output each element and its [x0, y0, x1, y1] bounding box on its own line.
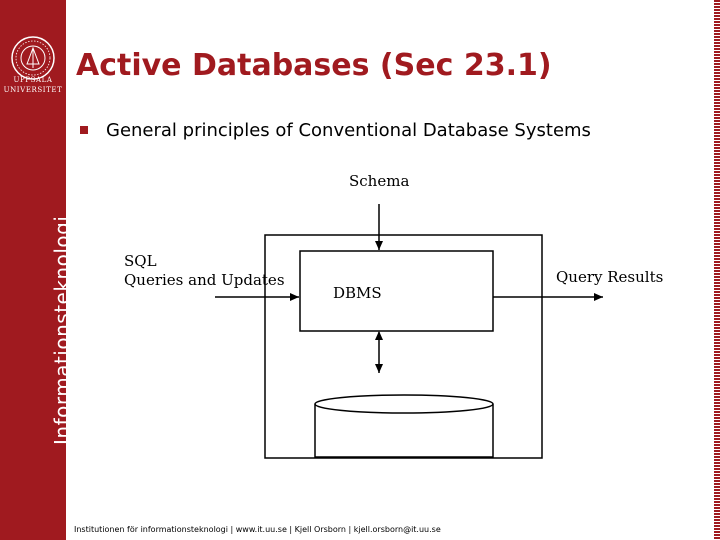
- right-decorative-border: [714, 0, 720, 540]
- slide-title: Active Databases (Sec 23.1): [76, 48, 552, 83]
- schema-label: Schema: [349, 172, 409, 190]
- input-label-queries: Queries and Updates: [124, 271, 285, 289]
- sidebar: UPPSALA UNIVERSITET Informationsteknolog…: [0, 0, 74, 540]
- uppsala-university-seal-icon: [6, 34, 60, 102]
- database-cylinder-icon: [314, 394, 494, 458]
- logo-text-line: UNIVERSITET: [3, 86, 63, 94]
- output-label: Query Results: [556, 268, 663, 286]
- square-bullet-icon: [80, 126, 88, 134]
- dbms-box: [299, 250, 494, 332]
- system-boundary: [264, 234, 543, 459]
- footer-text: Institutionen för informationsteknologi …: [74, 525, 441, 534]
- dbms-label: DBMS: [333, 284, 382, 302]
- bullet-text: General principles of Conventional Datab…: [106, 120, 591, 141]
- logo-text-line: UPPSALA: [13, 76, 53, 84]
- input-label-sql: SQL: [124, 252, 157, 270]
